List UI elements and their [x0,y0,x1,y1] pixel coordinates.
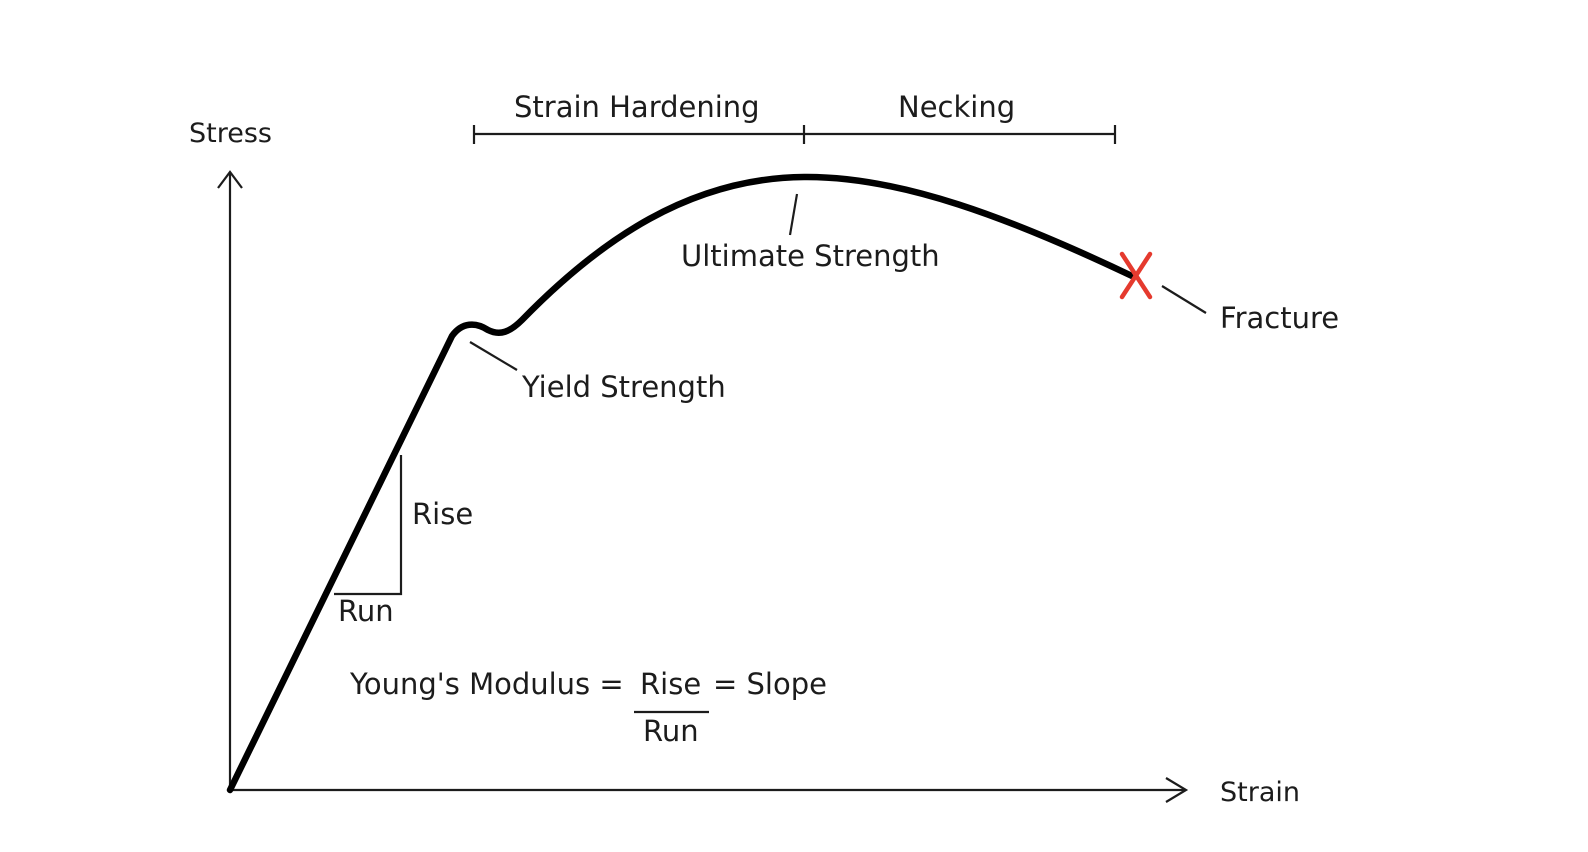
y-axis-label: Stress [189,118,272,149]
rise-label: Rise [412,497,473,531]
strain-hardening-label: Strain Hardening [514,90,760,124]
fracture-label: Fracture [1220,301,1339,335]
region-bracket: Strain Hardening Necking [472,90,1117,144]
formula-lhs: Young's Modulus = [349,667,624,701]
stress-strain-curve [226,173,1136,794]
axes: Stress Strain [189,118,1300,808]
formula-denominator: Run [643,714,699,748]
ultimate-strength-leader [788,193,799,236]
slope-triangle-legs [334,455,403,596]
yield-strength-annotation: Yield Strength [469,341,726,404]
yield-strength-label: Yield Strength [521,370,726,404]
necking-label: Necking [898,90,1015,124]
x-axis-label: Strain [1220,777,1300,808]
formula-rhs: = Slope [713,667,827,701]
youngs-modulus-formula: Young's Modulus = Rise Run = Slope [349,667,827,748]
formula-numerator: Rise [640,667,701,701]
slope-triangle: Rise Run [334,455,473,628]
y-axis-arrowhead [217,170,243,189]
yield-strength-leader [469,341,518,371]
ultimate-strength-label: Ultimate Strength [681,239,940,273]
fracture-x-icon [1119,251,1153,300]
fracture-leader [1161,285,1207,314]
ultimate-strength-annotation: Ultimate Strength [681,193,940,273]
run-label: Run [338,594,394,628]
fracture-annotation: Fracture [1119,251,1339,335]
x-axis-arrowhead [1165,777,1189,803]
